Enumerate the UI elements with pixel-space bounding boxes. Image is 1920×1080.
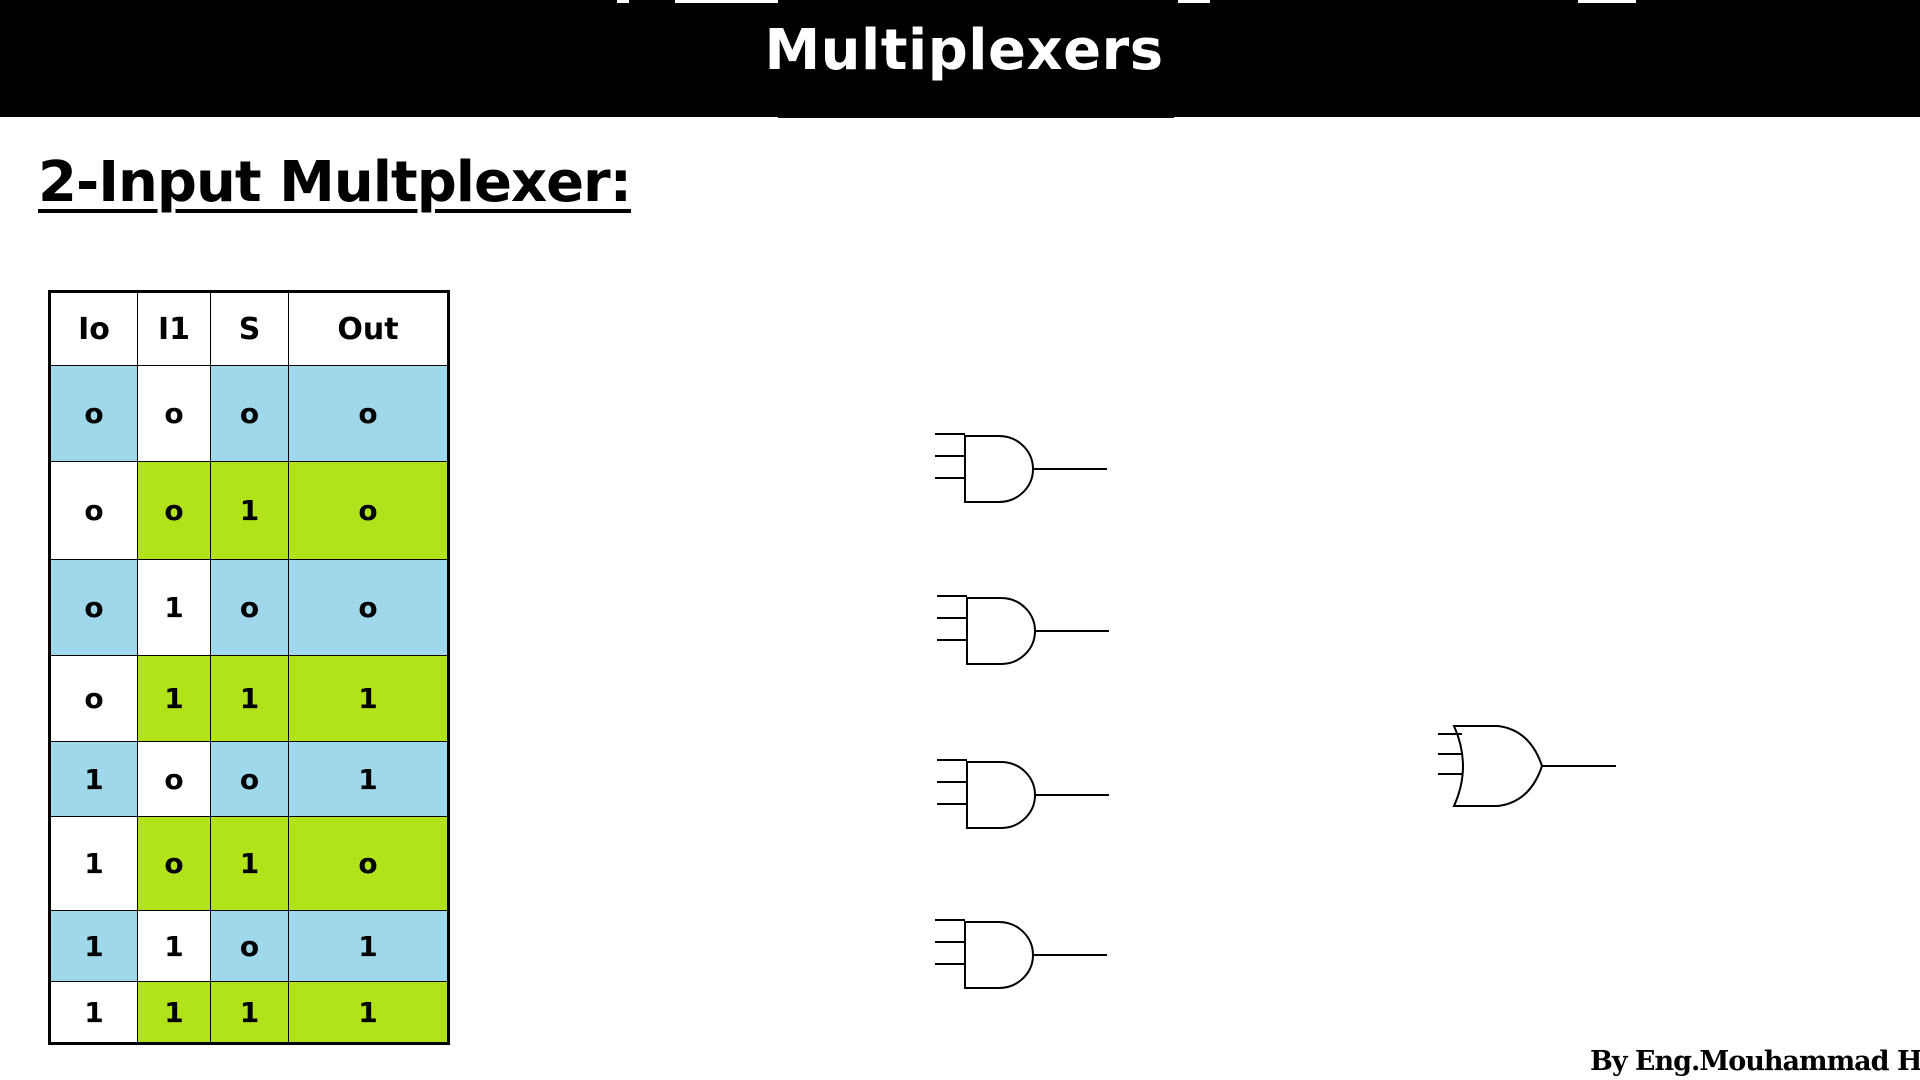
cell-i1: o [137,741,211,817]
cell-s: 1 [210,981,289,1044]
header-tab [778,112,1174,118]
or-gate [1438,725,1616,807]
table-row: 1 1 o 1 [49,910,449,982]
cell-i1: 1 [137,559,211,656]
column-header-i1: I1 [137,291,211,366]
header-bar [0,0,1920,117]
cell-i1: o [137,461,211,560]
cell-out: 1 [288,741,449,817]
table-row: 1 o o 1 [49,741,449,817]
truth-table-header-row: Io I1 S Out [49,291,449,366]
cell-s: o [210,365,289,462]
truth-table: Io I1 S Out o o o o o o 1 o o 1 o o o 1 … [48,290,450,1045]
cell-out: o [288,461,449,560]
cell-s: 1 [210,461,289,560]
header-decoration [675,0,778,3]
cell-io: 1 [49,741,138,817]
cell-io: o [49,365,138,462]
header-decoration [1578,0,1636,3]
header-decoration [1178,0,1210,3]
cell-io: 1 [49,981,138,1044]
table-row: o o o o [49,365,449,462]
cell-io: o [49,655,138,742]
header-decoration [617,0,629,3]
cell-io: 1 [49,816,138,911]
cell-i1: 1 [137,981,211,1044]
cell-i1: 1 [137,655,211,742]
cell-i1: o [137,365,211,462]
cell-s: o [210,559,289,656]
table-row: 1 1 1 1 [49,981,449,1044]
and-gate-4 [935,919,1107,989]
column-header-s: S [210,291,289,366]
cell-s: 1 [210,655,289,742]
table-row: o 1 o o [49,559,449,656]
table-row: o o 1 o [49,461,449,560]
cell-out: o [288,559,449,656]
table-row: o 1 1 1 [49,655,449,742]
and-gate-2 [937,595,1109,665]
cell-out: o [288,365,449,462]
author-credit: By Eng.Mouhammad Hamsho [1590,1046,1920,1077]
and-gate-1 [935,433,1107,503]
cell-out: 1 [288,910,449,982]
cell-s: o [210,741,289,817]
page-title: Multiplexers [764,18,1164,83]
cell-i1: o [137,816,211,911]
cell-io: o [49,461,138,560]
cell-s: o [210,910,289,982]
and-gate-3 [937,759,1109,829]
column-header-io: Io [49,291,138,366]
cell-io: 1 [49,910,138,982]
cell-out: 1 [288,655,449,742]
table-row: 1 o 1 o [49,816,449,911]
section-title: 2-Input Multplexer: [38,150,632,215]
cell-out: o [288,816,449,911]
cell-out: 1 [288,981,449,1044]
cell-io: o [49,559,138,656]
column-header-out: Out [288,291,449,366]
